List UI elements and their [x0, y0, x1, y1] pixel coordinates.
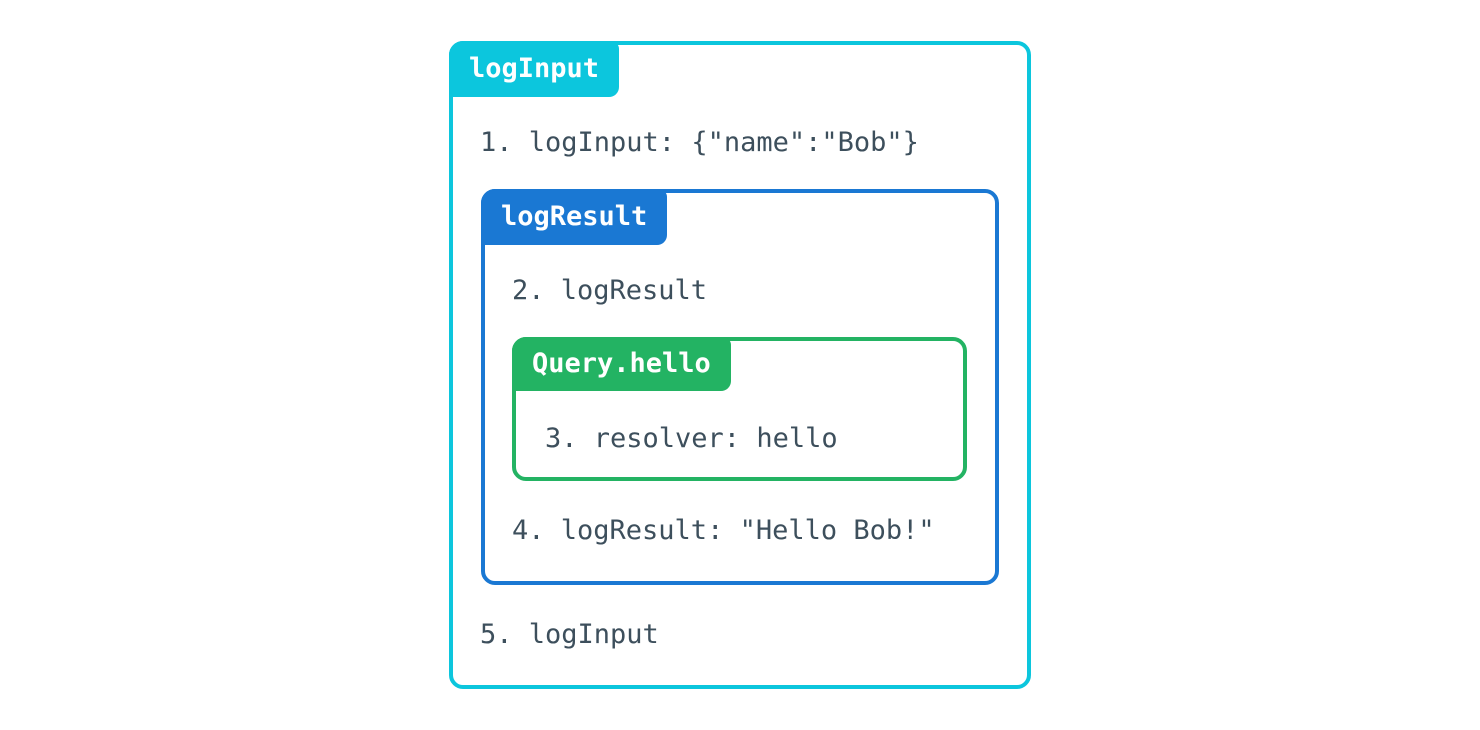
logresult-plugin-box: logResult 2. logResult Query.hello 3. re… — [481, 189, 999, 585]
query-hello-resolver-box: Query.hello 3. resolver: hello — [512, 337, 967, 481]
query-hello-tab-label: Query.hello — [512, 337, 731, 391]
step-3-resolver-hello: 3. resolver: hello — [545, 423, 838, 454]
step-1-loginput-enter: 1. logInput: {"name":"Bob"} — [480, 127, 919, 158]
step-2-logresult-enter: 2. logResult — [512, 275, 708, 306]
step-4-logresult-exit: 4. logResult: "Hello Bob!" — [512, 515, 935, 546]
loginput-plugin-box: logInput 1. logInput: {"name":"Bob"} log… — [449, 41, 1031, 689]
step-5-loginput-exit: 5. logInput — [480, 619, 659, 650]
logresult-tab-label: logResult — [481, 189, 668, 245]
loginput-tab-label: logInput — [449, 41, 620, 97]
